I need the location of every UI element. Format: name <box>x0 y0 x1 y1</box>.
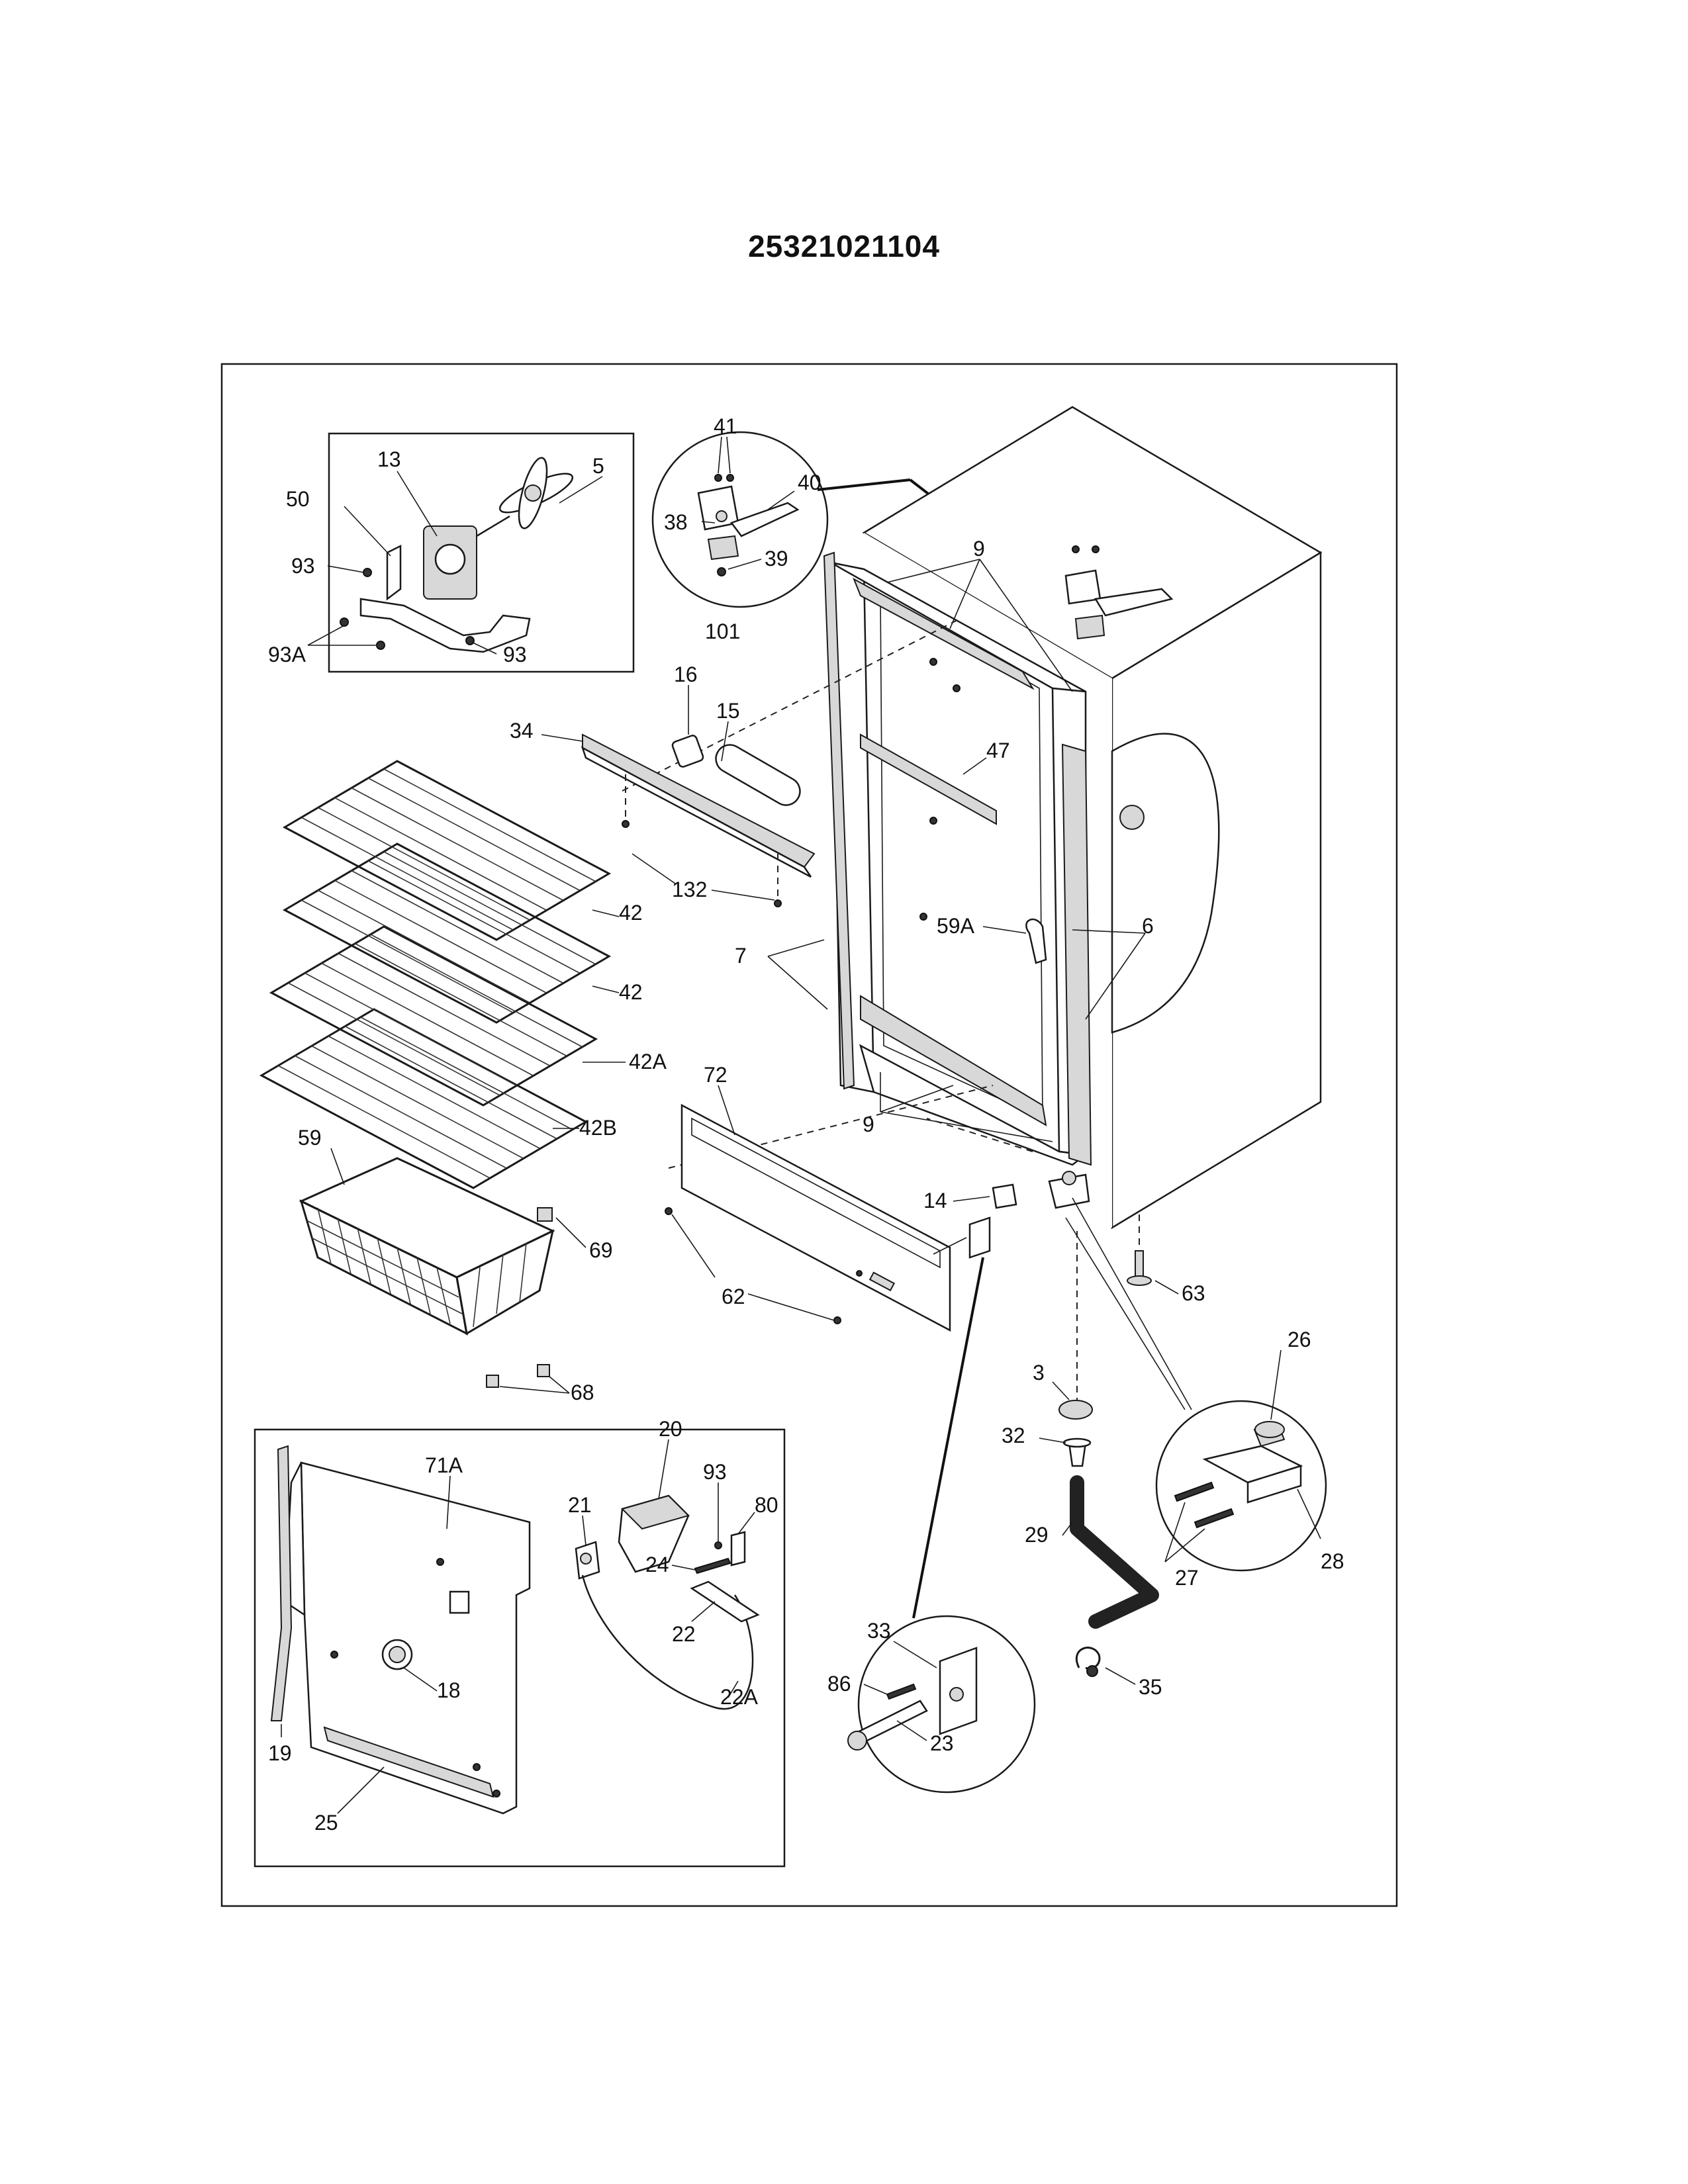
gasket-left <box>823 551 855 1090</box>
label-6: 6 <box>1142 914 1154 938</box>
door-switch <box>992 1183 1017 1209</box>
label-42A: 42A <box>629 1050 667 1073</box>
control-housing <box>300 1461 531 1815</box>
label-22A: 22A <box>720 1685 759 1709</box>
label-21: 21 <box>568 1493 592 1517</box>
label-25: 25 <box>314 1811 338 1835</box>
capillary-tube <box>270 1445 293 1721</box>
label-32: 32 <box>1002 1424 1025 1447</box>
label-27: 27 <box>1175 1566 1199 1590</box>
switch-bracket-inset: 33 86 23 <box>827 1257 1036 1794</box>
label-42-lower: 42 <box>619 980 643 1004</box>
label-68: 68 <box>571 1381 594 1404</box>
gasket-top <box>853 577 1035 690</box>
label-132: 132 <box>672 878 707 901</box>
fan-motor-inset: 13 5 50 93 93A 93 <box>268 432 635 673</box>
label-38: 38 <box>664 510 688 534</box>
sensor-clip <box>690 1580 760 1623</box>
label-24: 24 <box>645 1553 669 1576</box>
gasket-right <box>1061 743 1092 1166</box>
shelf-42B <box>259 1008 588 1189</box>
label-39: 39 <box>765 547 788 570</box>
light-assembly: 16 15 34 132 <box>510 662 816 907</box>
label-93-control: 93 <box>703 1460 727 1484</box>
diagram-frame <box>220 363 1398 1907</box>
label-50: 50 <box>286 487 310 511</box>
wire-basket: 59 69 68 <box>298 1126 613 1404</box>
label-19: 19 <box>268 1741 292 1765</box>
shelf-42-lower <box>282 842 612 1024</box>
label-101: 101 <box>705 619 740 643</box>
clip <box>1075 1647 1101 1670</box>
label-18: 18 <box>437 1678 461 1702</box>
label-23: 23 <box>930 1731 954 1755</box>
diagram-title: 25321021104 <box>748 229 940 263</box>
shelf-42-upper <box>282 760 612 941</box>
kickplate <box>680 1103 951 1332</box>
label-93-lower: 93 <box>503 643 527 666</box>
label-35: 35 <box>1139 1675 1162 1699</box>
label-34: 34 <box>510 719 534 743</box>
fan-blade <box>498 457 574 529</box>
light-socket <box>671 735 704 768</box>
gasket-bottom <box>860 995 1047 1126</box>
label-86: 86 <box>827 1672 851 1696</box>
label-16: 16 <box>674 662 698 686</box>
hinge-cap <box>1058 1400 1093 1420</box>
label-42-upper: 42 <box>619 901 643 925</box>
label-63: 63 <box>1182 1281 1205 1305</box>
label-59A: 59A <box>937 914 975 938</box>
label-15: 15 <box>716 699 740 723</box>
label-42B: 42B <box>579 1116 617 1140</box>
light-bulb <box>715 744 801 806</box>
label-72: 72 <box>704 1063 727 1087</box>
control-panel-inset: 71A 21 20 93 80 24 22 22A 18 19 25 <box>254 1417 786 1868</box>
label-20: 20 <box>659 1417 682 1441</box>
fan-motor-bracket <box>359 598 531 653</box>
label-9-lower: 9 <box>863 1113 874 1136</box>
shelf-rail <box>860 733 997 825</box>
label-41: 41 <box>714 414 737 438</box>
label-59: 59 <box>298 1126 322 1150</box>
label-69: 69 <box>589 1238 613 1262</box>
label-93-upper: 93 <box>291 554 315 578</box>
hinge-arm <box>729 502 800 537</box>
kickplate-assembly: 72 62 14 63 <box>665 1063 1205 1332</box>
label-26: 26 <box>1288 1328 1311 1351</box>
label-80: 80 <box>755 1493 778 1517</box>
label-28: 28 <box>1321 1549 1344 1573</box>
label-29: 29 <box>1025 1523 1049 1547</box>
label-3: 3 <box>1033 1361 1045 1385</box>
label-14: 14 <box>923 1189 947 1212</box>
label-71A: 71A <box>425 1453 463 1477</box>
label-22: 22 <box>672 1622 696 1646</box>
label-9-upper: 9 <box>973 537 985 561</box>
freezer-cabinet: 9 9 6 7 47 59A <box>622 406 1323 1230</box>
label-40: 40 <box>798 471 821 494</box>
label-93A: 93A <box>268 643 306 666</box>
label-13: 13 <box>377 447 401 471</box>
lower-hinge-inset <box>1155 1400 1327 1572</box>
shelf-42A <box>269 925 598 1107</box>
label-62: 62 <box>722 1285 745 1308</box>
hinge-pin-rod <box>1070 1475 1159 1629</box>
latch <box>1025 919 1047 964</box>
label-5: 5 <box>592 454 604 478</box>
label-7: 7 <box>735 944 747 968</box>
wire-shelves: 42 42 42A 42B <box>259 760 667 1189</box>
label-47: 47 <box>986 739 1010 762</box>
label-33: 33 <box>867 1619 891 1643</box>
lower-hinge-assembly: 3 32 29 35 26 27 28 <box>1002 1197 1344 1699</box>
